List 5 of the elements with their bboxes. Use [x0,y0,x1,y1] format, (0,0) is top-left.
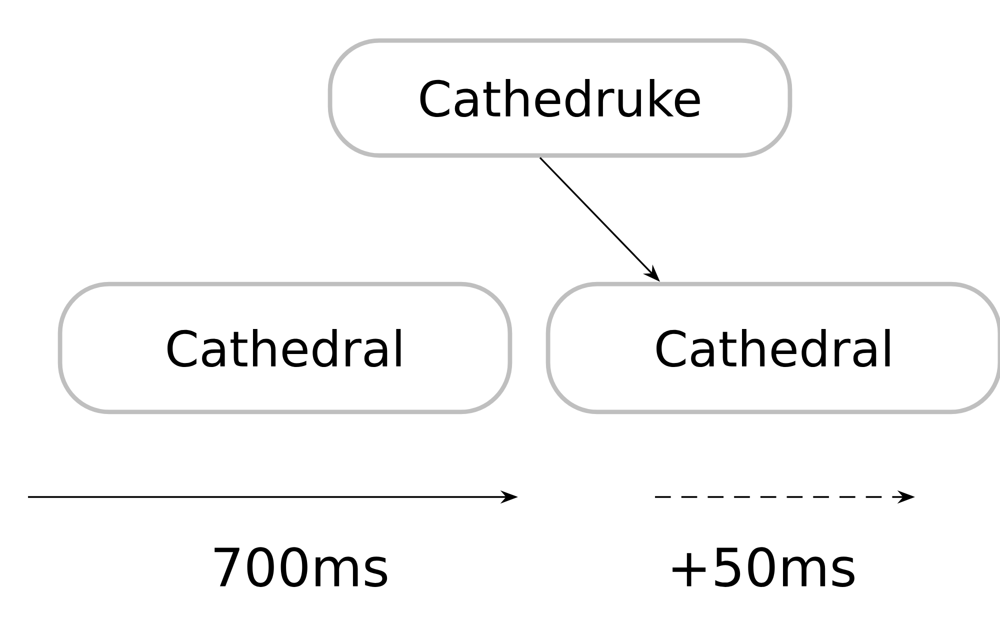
duration-label: +50ms [672,547,854,587]
duration-label: 700ms [214,547,388,587]
rounded-box: Cathedral [58,282,512,414]
rounded-box: Cathedral [546,282,1000,414]
rounded-box: Cathedruke [328,38,792,158]
